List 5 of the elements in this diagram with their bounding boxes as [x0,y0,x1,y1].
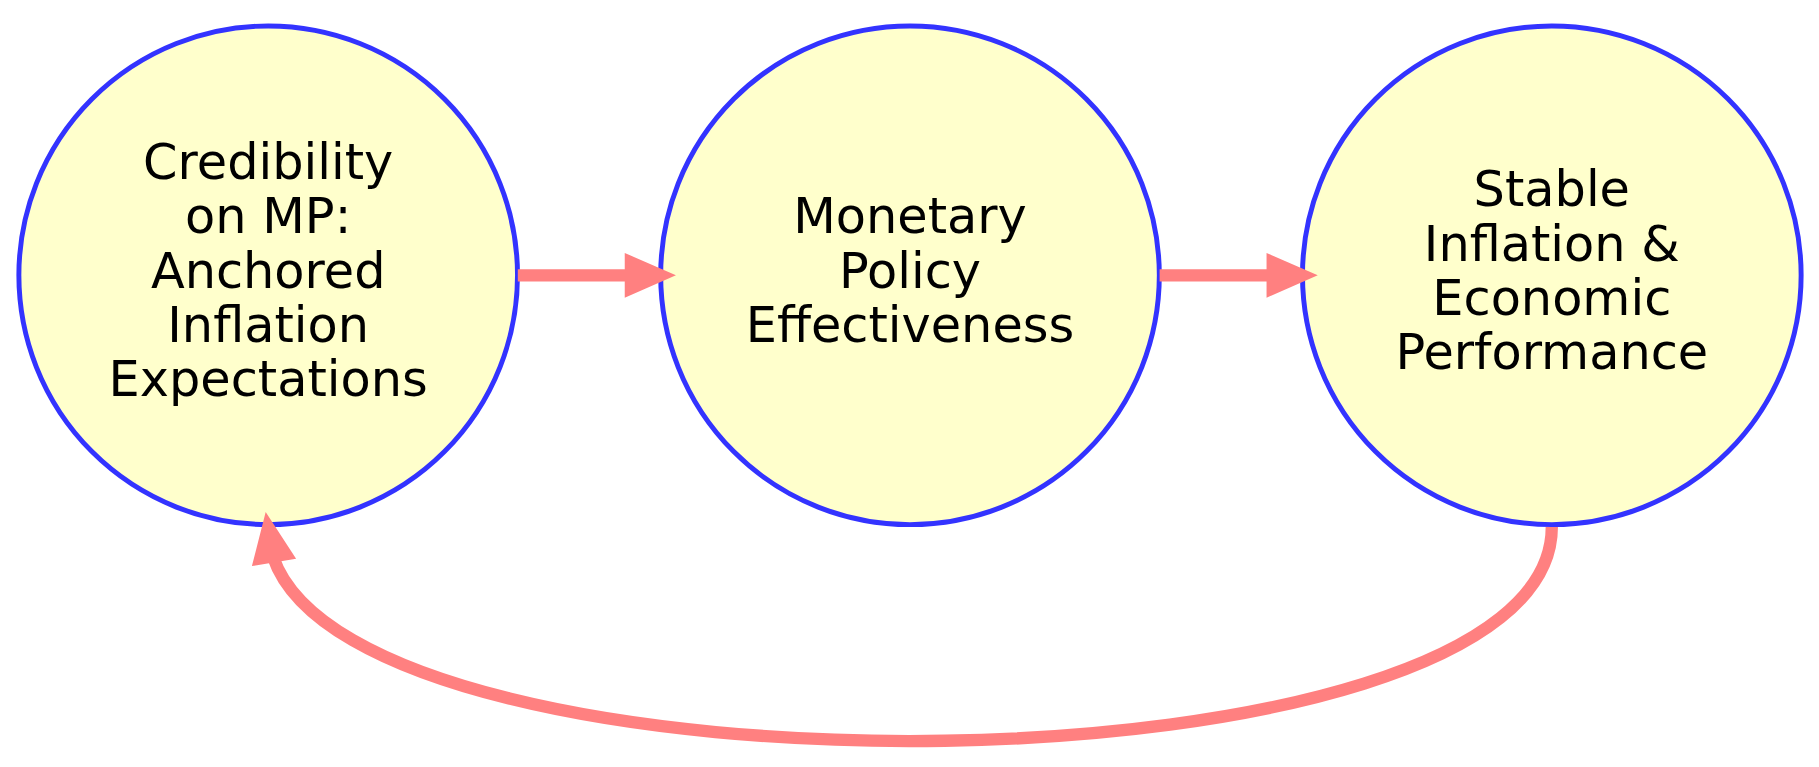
node-circle: Monetary Policy Effectiveness [657,23,1162,527]
arrow [517,252,676,298]
node-circle: Credibility on MP: Anchored Inflation Expectations [15,23,520,527]
node-circle: Stable Inflation & Economic Performance [1299,23,1804,527]
arrow [1159,252,1318,298]
